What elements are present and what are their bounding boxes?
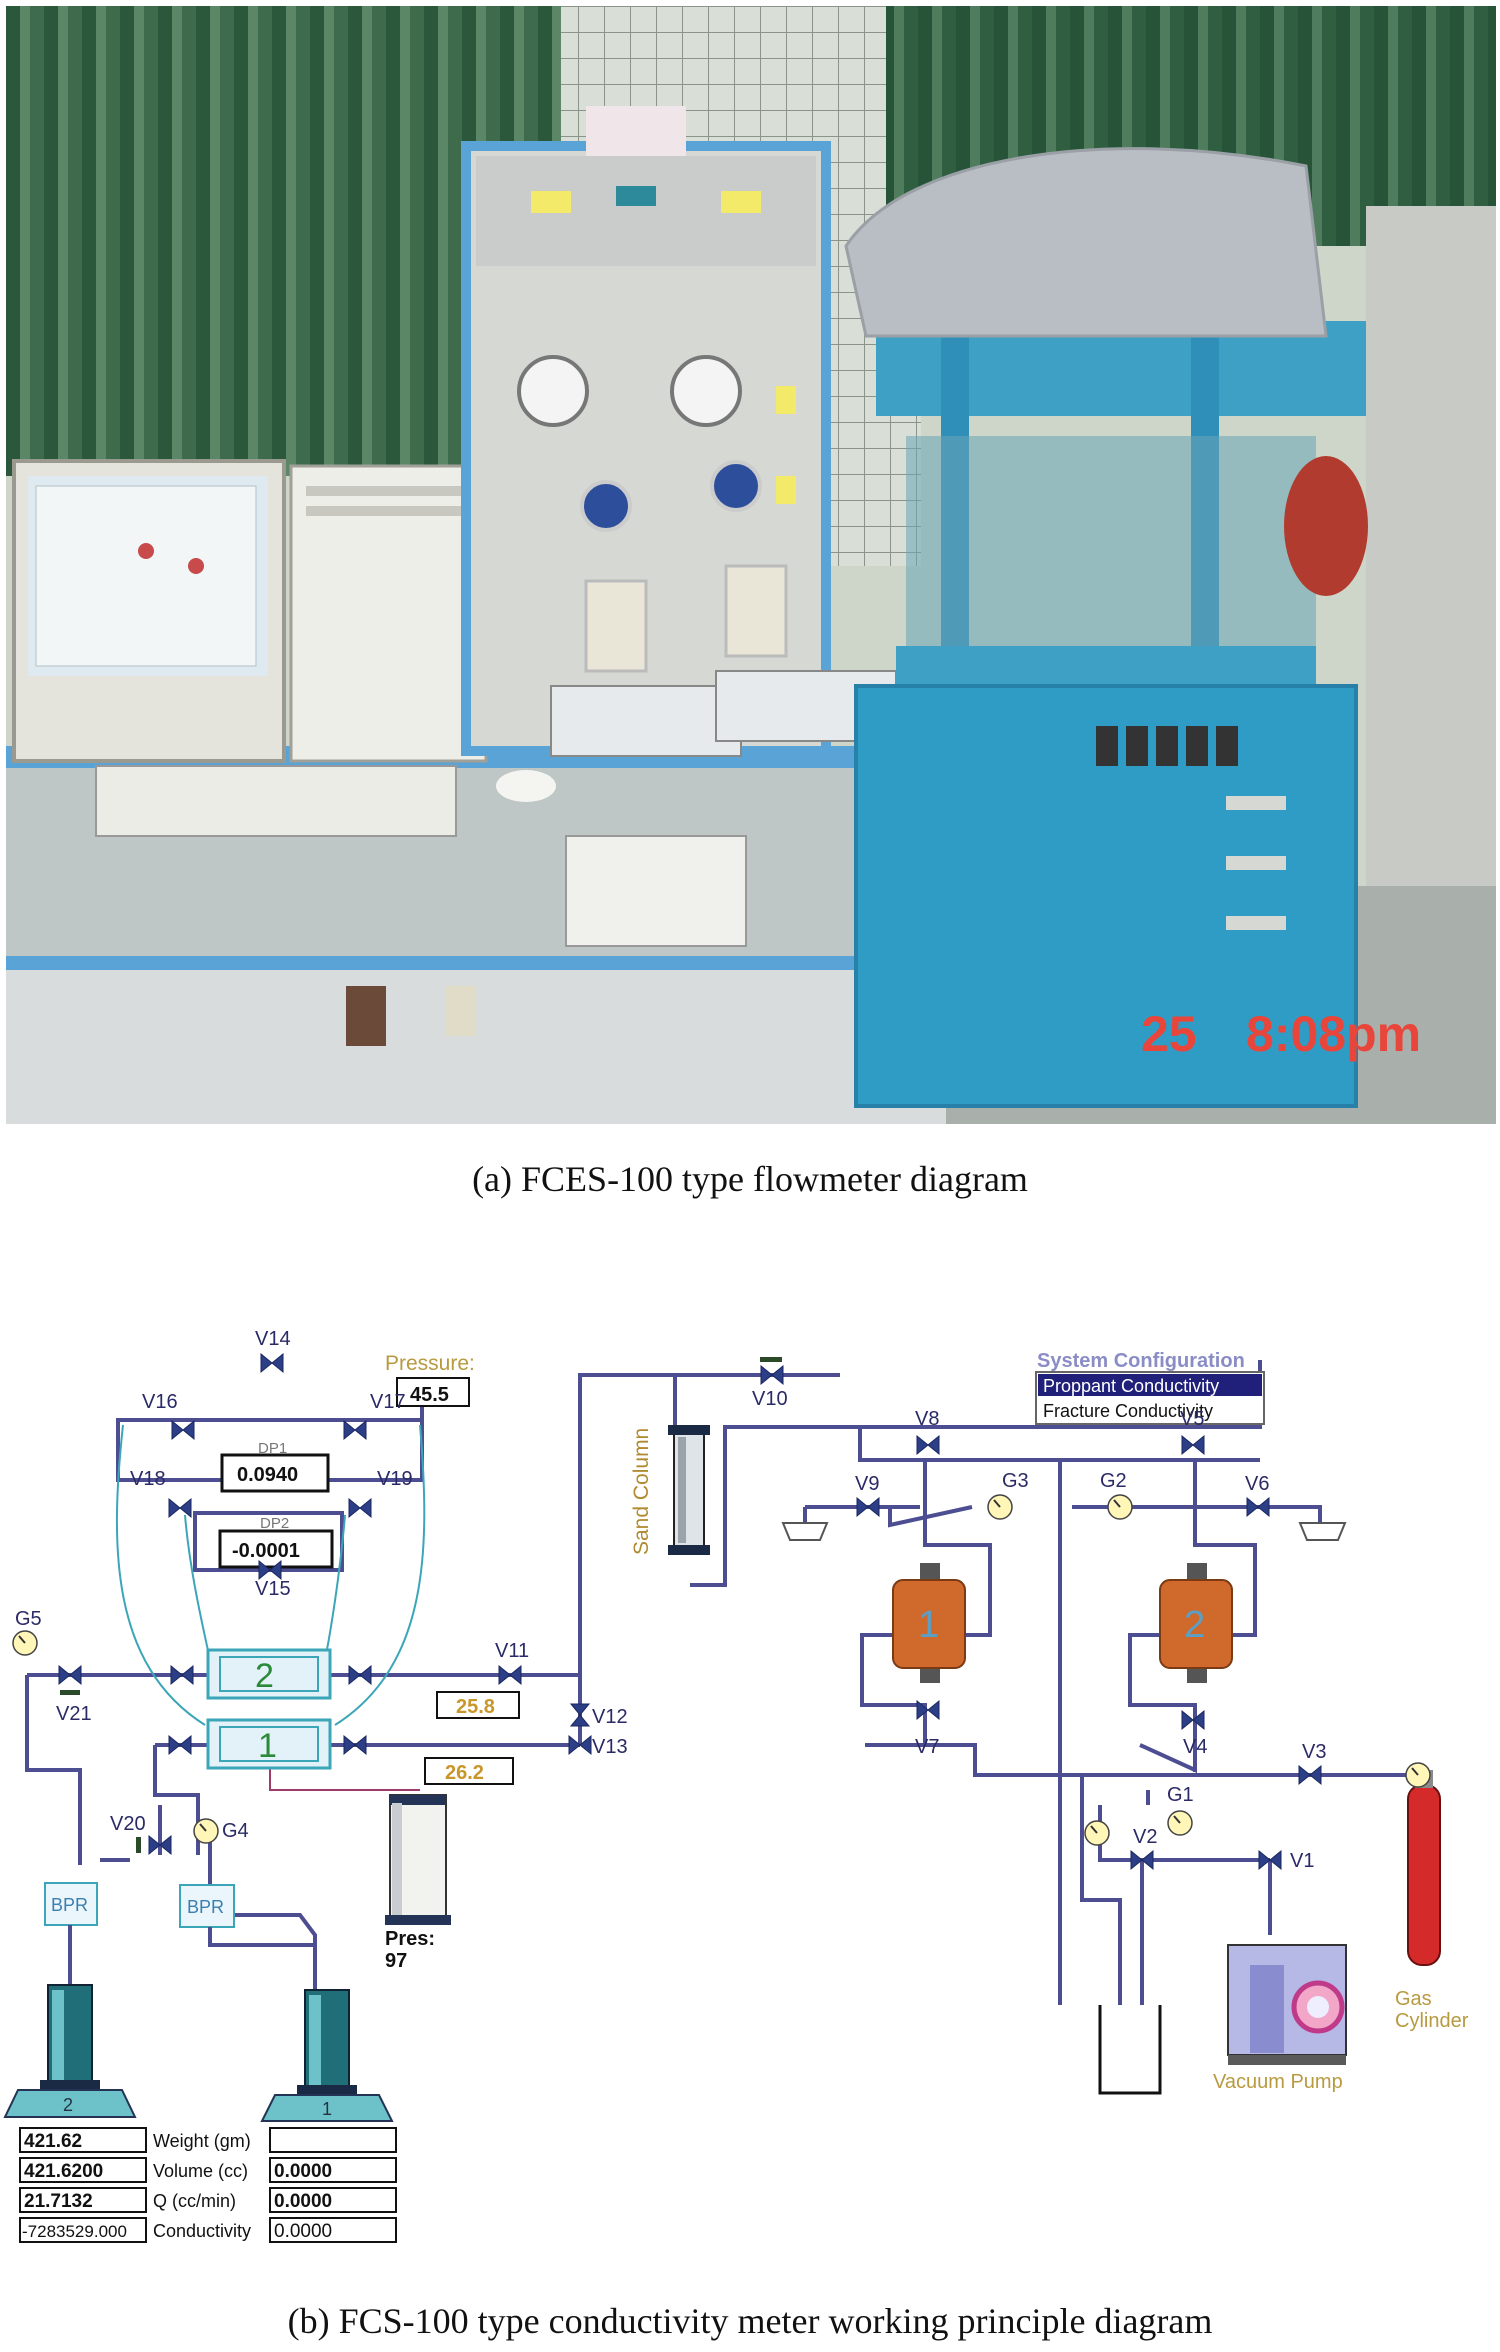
left-cell-1-label: 1: [258, 1727, 277, 1765]
valve-v20-label: V20: [110, 1813, 146, 1835]
table-row-1-right: 0.0000: [274, 2161, 332, 2182]
dp1-value: 0.0940: [237, 1464, 298, 1486]
pressure-cylinder: [385, 1794, 451, 1925]
table-row-1-left: 421.6200: [24, 2161, 103, 2182]
table-row-2-right-box: [269, 2187, 397, 2213]
valve-v1-label: V1: [1290, 1850, 1314, 1872]
left-cell-2-label: 2: [255, 1657, 274, 1695]
temp-lower-box: [424, 1757, 514, 1785]
valve-v2-label: V2: [1133, 1826, 1157, 1848]
gauge-g5-label: G5: [15, 1608, 42, 1630]
table-row-2-right: 0.0000: [274, 2191, 332, 2212]
sand-column-label: Sand Column: [630, 1428, 653, 1555]
valve-v9-label: V9: [855, 1473, 879, 1495]
system-config-title: System Configuration: [1037, 1350, 1245, 1372]
table-row-0-left-box: [19, 2127, 147, 2153]
left-cell-2: 2: [206, 1648, 332, 1700]
valve-v18-label: V18: [130, 1468, 166, 1490]
bpr-right-label: BPR: [187, 1897, 224, 1917]
valve-v13-label: V13: [592, 1736, 628, 1758]
balance-left: 2: [3, 1984, 137, 2118]
pressure-value: 45.5: [410, 1384, 449, 1406]
pressure-label: Pressure:: [385, 1352, 475, 1375]
balance-right-label: 1: [322, 2099, 332, 2119]
dp2-label: DP2: [260, 1515, 289, 1532]
photo-timestamp-time: 8:08pm: [1246, 1006, 1421, 1062]
table-row-3-right: 0.0000: [274, 2221, 332, 2242]
valve-v4-label: V4: [1183, 1736, 1207, 1758]
system-config-option-0[interactable]: Proppant Conductivity: [1043, 1376, 1219, 1396]
dp2-value: -0.0001: [232, 1540, 300, 1562]
dp1-value-box: [220, 1453, 330, 1493]
trap-vessel: [1098, 2005, 1162, 2095]
balance-left-label: 2: [63, 2095, 73, 2115]
dp1-label: DP1: [258, 1440, 287, 1457]
system-config-option-0-highlight[interactable]: [1038, 1374, 1262, 1396]
valve-v11-label: V11: [495, 1640, 529, 1662]
drain-right: [1298, 1522, 1347, 1541]
table-row-1-right-box: [269, 2157, 397, 2183]
table-row-2-left: 21.7132: [24, 2191, 93, 2212]
vacuum-pump: [1227, 1944, 1347, 2065]
table-row-1-left-box: [19, 2157, 147, 2183]
table-row-0-left: 421.62: [24, 2131, 82, 2152]
pres-label: Pres:: [385, 1928, 435, 1950]
gas-cylinder: [1407, 1770, 1441, 1966]
lab-equipment-photo: 25 8:08pm: [6, 6, 1496, 1124]
valve-v10-label: V10: [752, 1388, 788, 1410]
gas-cylinder-label-1: Gas: [1395, 1988, 1432, 2010]
balance-right: 1: [260, 1989, 394, 2122]
valve-v12-label: V12: [592, 1706, 628, 1728]
dp2-value-box: [218, 1529, 334, 1569]
left-cell-1: 1: [206, 1718, 332, 1770]
table-row-3-label: Conductivity: [153, 2221, 251, 2241]
vacuum-pump-label: Vacuum Pump: [1213, 2071, 1343, 2093]
pres-value: 97: [385, 1950, 407, 1972]
right-cell-1: 1: [892, 1563, 966, 1683]
system-config-listbox[interactable]: Proppant Conductivity Fracture Conductiv…: [1035, 1371, 1265, 1425]
sand-column: [668, 1425, 710, 1555]
table-row-3-left-box: [19, 2217, 147, 2243]
valve-v8-label: V8: [915, 1408, 939, 1430]
drain-left: [781, 1522, 829, 1541]
valve-v7-label: V7: [915, 1736, 939, 1758]
gauge-g1-label: G1: [1167, 1784, 1194, 1806]
caption-b: (b) FCS-100 type conductivity meter work…: [287, 2301, 1213, 2341]
valve-v3-label: V3: [1302, 1741, 1326, 1763]
gas-cylinder-label-2: Cylinder: [1395, 2010, 1469, 2032]
table-row-3-left: -7283529.000: [22, 2222, 127, 2241]
table-row-2-left-box: [19, 2187, 147, 2213]
valve-v15-label: V15: [255, 1578, 291, 1600]
table-row-1-label: Volume (cc): [153, 2161, 248, 2181]
bpr-right: [179, 1884, 235, 1928]
pressure-value-box: [396, 1377, 470, 1407]
right-cell-2-label: 2: [1184, 1604, 1205, 1646]
right-cell-1-label: 1: [918, 1604, 939, 1646]
table-row-2-label: Q (cc/min): [153, 2191, 236, 2211]
valve-v5-label: V5: [1180, 1408, 1204, 1430]
temp-lower-value: 26.2: [445, 1762, 484, 1784]
valve-v14-label: V14: [255, 1328, 291, 1350]
temp-upper-value: 25.8: [456, 1696, 495, 1718]
valve-v19-label: V19: [377, 1468, 413, 1490]
table-row-0-label: Weight (gm): [153, 2131, 251, 2151]
photo-timestamp-day: 25: [1141, 1006, 1197, 1062]
conductivity-meter-schematic: Pressure: 45.5 DP1 0.0940 DP2 -0.0001 2 …: [3, 1328, 1469, 2243]
table-row-0-right-box: [269, 2127, 397, 2153]
valve-v17-label: V17: [370, 1391, 406, 1413]
readout-table: 421.62 Weight (gm) 421.6200 Volume (cc) …: [19, 2127, 397, 2243]
gauge-g2-label: G2: [1100, 1470, 1127, 1492]
gauge-g4-label: G4: [222, 1820, 249, 1842]
temp-upper-box: [436, 1691, 520, 1719]
caption-a: (a) FCES-100 type flowmeter diagram: [472, 1159, 1028, 1199]
valve-v6-label: V6: [1245, 1473, 1269, 1495]
gauge-g3-label: G3: [1002, 1470, 1029, 1492]
table-row-3-right-box: [269, 2217, 397, 2243]
bpr-left-label: BPR: [51, 1895, 88, 1915]
valve-v21-label: V21: [56, 1703, 92, 1725]
valve-v16-label: V16: [142, 1391, 178, 1413]
system-config-option-1[interactable]: Fracture Conductivity: [1043, 1401, 1213, 1421]
right-cell-2: 2: [1159, 1563, 1233, 1683]
